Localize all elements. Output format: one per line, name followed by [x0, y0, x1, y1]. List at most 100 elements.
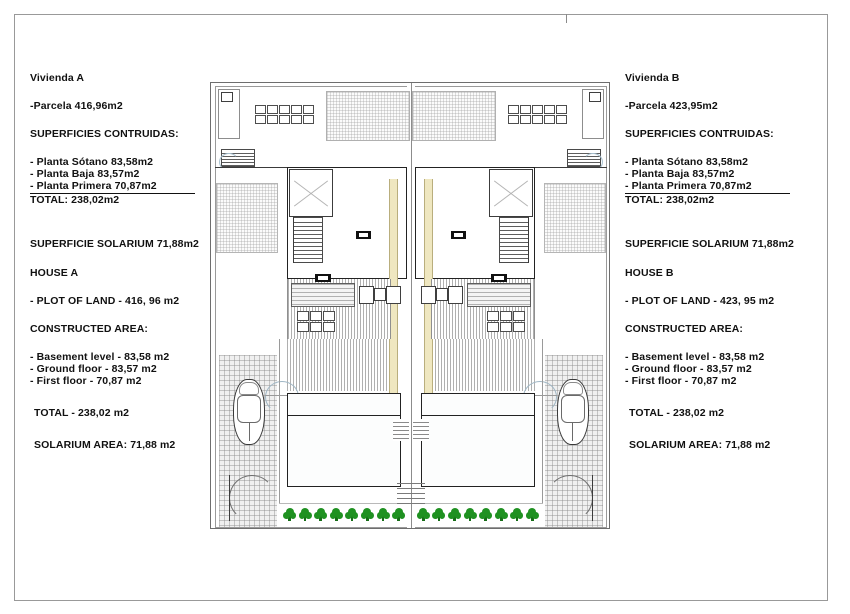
plot-a-side-patio-hatch [216, 183, 278, 253]
shrub [314, 507, 328, 522]
site-plan-drawing [210, 82, 610, 529]
page-border [14, 14, 828, 601]
furniture-cell [310, 311, 322, 321]
car-centerline [249, 423, 250, 441]
furniture-cell [520, 115, 531, 124]
plot-a-window-right [386, 286, 401, 304]
plot-b-main-staircase [499, 217, 529, 263]
furniture-cell [520, 105, 531, 114]
shrub [345, 507, 359, 522]
shrub [494, 507, 508, 522]
house-a-plot-es: -Parcela 416,96m2 [30, 100, 123, 113]
shrub [432, 507, 446, 522]
house-a-basement-en: - Basement level - 83,58 m2 [30, 350, 170, 363]
plot-a-open-terrace-hatch [287, 339, 389, 391]
shrub [448, 507, 462, 522]
plot-b-solarium-hatch [412, 91, 496, 141]
shrub [298, 507, 312, 522]
plot-b-room-label-chip [451, 231, 466, 239]
house-a-first-en: - First floor - 70,87 m2 [30, 374, 142, 387]
house-b-floor-ground-es: - Planta Baja 83,57m2 [625, 168, 735, 181]
house-a-floor-first-underline: - Planta Primera 70,87m2 [30, 180, 195, 195]
plot-a-utility-fixture [221, 92, 233, 102]
shrub [463, 507, 477, 522]
plot-b-dining-set [487, 311, 525, 332]
furniture-cell [297, 311, 309, 321]
plot-b-parked-car [557, 379, 589, 445]
plot-a-shrub-row [283, 507, 408, 522]
plot-b-top-boundary [415, 86, 607, 87]
furniture-cell [556, 105, 567, 114]
plot-a-pool-steps [393, 419, 409, 441]
plot-a-house-outline [287, 167, 407, 279]
furniture-cell [291, 105, 302, 114]
house-a-ground-en: - Ground floor - 83,57 m2 [30, 362, 157, 375]
plot-b-left-boundary [606, 86, 607, 528]
house-b-constructed-heading-es: SUPERFICIES CONTRUIDAS: [625, 128, 774, 141]
plot-b-terrace-label-chip [491, 274, 507, 282]
plot-a-pool-coping [287, 393, 401, 416]
house-b-total-es: TOTAL: 238,02m2 [625, 194, 715, 207]
plot-a-dining-set [297, 311, 335, 332]
plot-a-window-mid [374, 288, 386, 301]
plot-b-roof-skylight [489, 169, 533, 217]
furniture-cell [310, 322, 322, 332]
house-b-floor-basement-es: - Planta Sótano 83,58m2 [625, 156, 749, 169]
shrub [479, 507, 493, 522]
car-hood [563, 382, 583, 395]
car-hood [239, 382, 259, 395]
plot-b-side-wall [542, 339, 543, 527]
house-b-total-en: TOTAL - 238,02 m2 [629, 406, 725, 419]
furniture-cell [255, 115, 266, 124]
furniture-cell [556, 115, 567, 124]
furniture-cell [323, 311, 335, 321]
plot-a-upper-window-arc [219, 153, 239, 171]
house-b-basement-en: - Basement level - 83,58 m2 [625, 350, 765, 363]
house-a-solarium-es: SUPERFICIE SOLARIUM 71,88m2 [30, 238, 199, 251]
shrub [510, 507, 524, 522]
house-b-ground-en: - Ground floor - 83,57 m2 [625, 362, 752, 375]
plot-a-left-boundary [215, 86, 216, 528]
furniture-cell [508, 115, 519, 124]
plot-b-side-patio-hatch [544, 183, 606, 253]
house-a-solarium-en: SOLARIUM AREA: 71,88 m2 [34, 438, 176, 451]
plot-a-top-boundary [215, 86, 407, 87]
shrub [329, 507, 343, 522]
house-a-floor-basement-es: - Planta Sótano 83,58m2 [30, 156, 154, 169]
plot-b-open-terrace-hatch [433, 339, 535, 391]
plot-a-main-staircase [293, 217, 323, 263]
furniture-cell [513, 322, 525, 332]
plot-b-pool-steps [413, 419, 429, 441]
furniture-cell [508, 105, 519, 114]
furniture-cell [513, 311, 525, 321]
house-b-solarium-en: SOLARIUM AREA: 71,88 m2 [629, 438, 771, 451]
house-a-plot-en: - PLOT OF LAND - 416, 96 m2 [30, 294, 180, 307]
house-b-floor-first-underline: - Planta Primera 70,87m2 [625, 180, 790, 195]
plot-b-window-right [421, 286, 436, 304]
house-b-text-block: Vivienda B -Parcela 423,95m2 SUPERFICIES… [625, 72, 825, 451]
plot-b-shrub-row [414, 507, 539, 522]
plot-b-utility-fixture [589, 92, 601, 102]
plot-a-side-wall [279, 339, 280, 527]
house-b-plot-en: - PLOT OF LAND - 423, 95 m2 [625, 294, 775, 307]
shrub [392, 507, 406, 522]
plot-a-roof-furniture [255, 105, 314, 124]
plot-b-bottom-boundary [415, 527, 607, 528]
plot-b-awning [467, 283, 531, 307]
plot-a-entry-door-swing [229, 475, 275, 521]
house-a-heading-es: Vivienda A [30, 72, 85, 84]
furniture-cell [297, 322, 309, 332]
shrub [360, 507, 374, 522]
furniture-cell [303, 115, 314, 124]
plot-b-entry-door-swing [547, 475, 593, 521]
car-cabin [561, 395, 585, 423]
shrub [416, 507, 430, 522]
plot-a-terrace-label-chip [315, 274, 331, 282]
plot-a-entry-door-leaf [229, 475, 230, 521]
house-b-first-en: - First floor - 70,87 m2 [625, 374, 737, 387]
plot-a-bottom-boundary [215, 527, 407, 528]
central-shared-steps [397, 481, 425, 507]
house-a-constructed-heading-en: CONSTRUCTED AREA: [30, 322, 148, 335]
house-a-heading-en: HOUSE A [30, 266, 79, 279]
house-b-constructed-heading-en: CONSTRUCTED AREA: [625, 322, 743, 335]
